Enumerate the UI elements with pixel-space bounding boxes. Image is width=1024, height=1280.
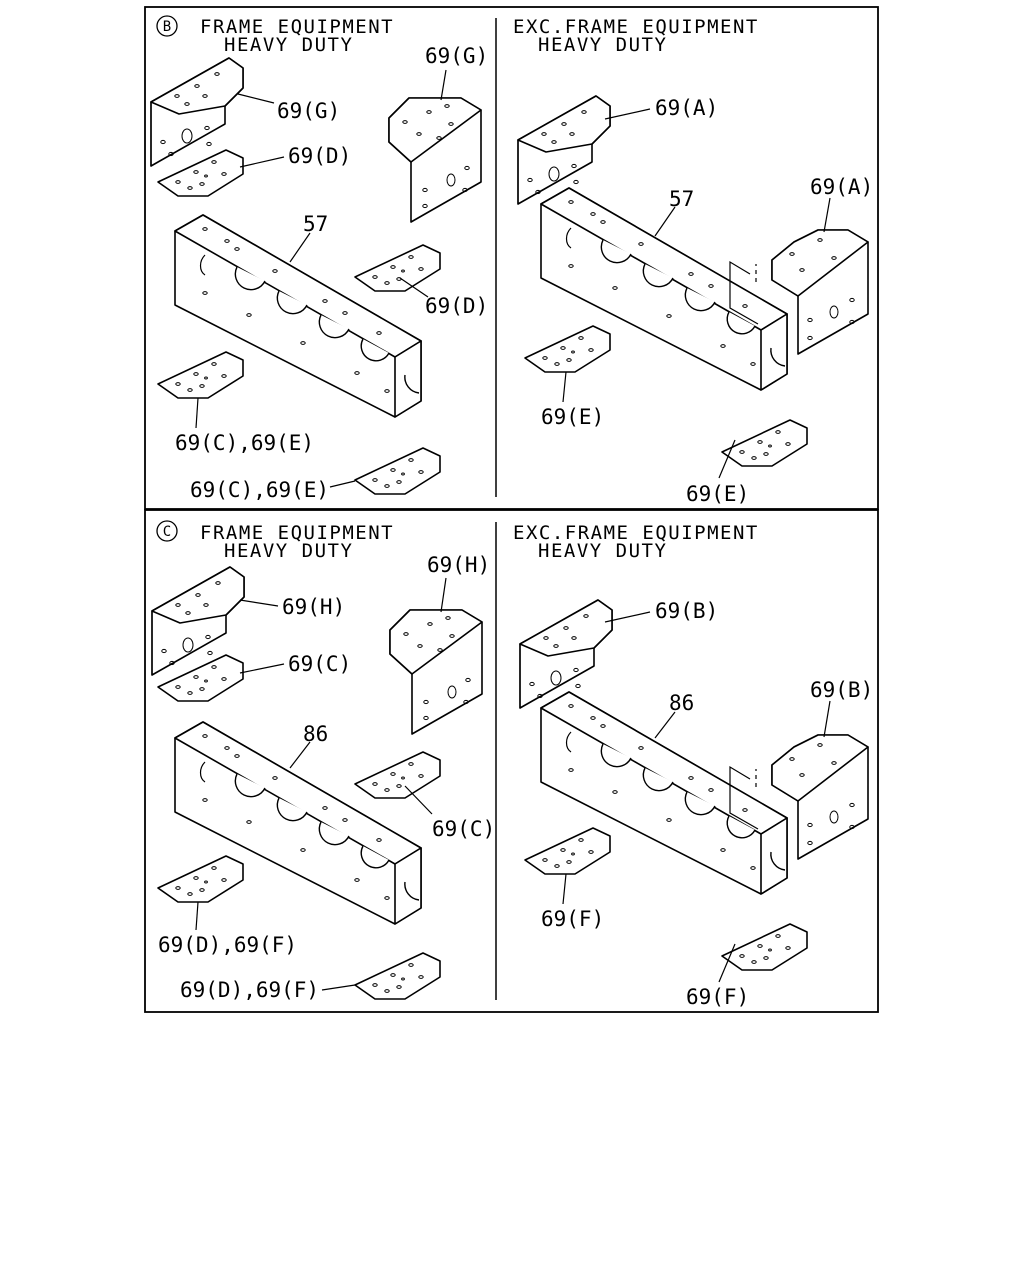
panel-b: B FRAME EQUIPMENT HEAVY DUTY 69(G) 69(G)… bbox=[150, 15, 873, 506]
bracket-69b bbox=[519, 599, 613, 709]
panel-c: C FRAME EQUIPMENT HEAVY DUTY 69(H) 69(H)… bbox=[151, 520, 873, 1009]
label-69h-bracket: 69(H) bbox=[282, 595, 345, 619]
plate-69df-lower bbox=[354, 952, 441, 1000]
label-57-right: 57 bbox=[669, 187, 694, 211]
label-69f-left: 69(F) bbox=[541, 907, 604, 931]
panel-b-left-header-1: FRAME EQUIPMENT bbox=[200, 16, 394, 38]
plate-69c-right bbox=[354, 751, 441, 799]
label-69c-mid: 69(C) bbox=[288, 652, 351, 676]
label-69f-lower: 69(F) bbox=[686, 985, 749, 1009]
panel-c-frame bbox=[144, 509, 879, 1013]
label-69d-mid: 69(D) bbox=[288, 144, 351, 168]
bracket-69g bbox=[150, 57, 244, 167]
label-86-left: 86 bbox=[303, 722, 328, 746]
plate-69e-left bbox=[524, 325, 611, 373]
panel-b-frame bbox=[144, 6, 879, 510]
label-69b-bracket: 69(B) bbox=[655, 599, 718, 623]
label-69e-lower: 69(E) bbox=[686, 482, 749, 506]
panel-c-marker-circle bbox=[156, 520, 178, 542]
label-69ce-lower: 69(C),69(E) bbox=[190, 478, 329, 502]
panel-c-right-header-2: HEAVY DUTY bbox=[538, 540, 667, 562]
plate-69e-lower bbox=[721, 419, 808, 467]
panel-c-left-header-1: FRAME EQUIPMENT bbox=[200, 522, 394, 544]
label-69a-bracket: 69(A) bbox=[655, 96, 718, 120]
label-86-right: 86 bbox=[669, 691, 694, 715]
plate-69d-mid bbox=[157, 149, 244, 197]
panel-b-marker-circle bbox=[156, 15, 178, 37]
panel-b-left-header-2: HEAVY DUTY bbox=[224, 34, 353, 56]
label-69b-box: 69(B) bbox=[810, 678, 873, 702]
label-69e-left: 69(E) bbox=[541, 405, 604, 429]
panel-b-right-header-2: HEAVY DUTY bbox=[538, 34, 667, 56]
label-69g-bracket: 69(G) bbox=[277, 99, 340, 123]
plate-69d-right bbox=[354, 244, 441, 292]
panel-b-right-header-1: EXC.FRAME EQUIPMENT bbox=[513, 16, 759, 38]
label-69h-upright: 69(H) bbox=[427, 553, 490, 577]
label-57-left: 57 bbox=[303, 212, 328, 236]
bracket-69a bbox=[517, 95, 611, 205]
plate-69df-bottom bbox=[157, 855, 244, 903]
panel-c-right-header-1: EXC.FRAME EQUIPMENT bbox=[513, 522, 759, 544]
label-69a-box: 69(A) bbox=[810, 175, 873, 199]
plate-69f-left bbox=[524, 827, 611, 875]
plate-69f-lower bbox=[721, 923, 808, 971]
label-69g-upright: 69(G) bbox=[425, 44, 488, 68]
upright-69h bbox=[389, 609, 483, 735]
panel-c-left-header-2: HEAVY DUTY bbox=[224, 540, 353, 562]
plate-69ce-bottom bbox=[157, 351, 244, 399]
plate-69ce-lower bbox=[354, 447, 441, 495]
label-69df-bottom: 69(D),69(F) bbox=[158, 933, 297, 957]
label-69d-right: 69(D) bbox=[425, 294, 488, 318]
panel-b-marker: B bbox=[163, 19, 171, 35]
label-69df-lower: 69(D),69(F) bbox=[180, 978, 319, 1002]
panel-c-marker: C bbox=[163, 524, 171, 540]
label-69ce-bottom: 69(C),69(E) bbox=[175, 431, 314, 455]
label-69c-right: 69(C) bbox=[432, 817, 495, 841]
upright-69g bbox=[388, 97, 482, 223]
